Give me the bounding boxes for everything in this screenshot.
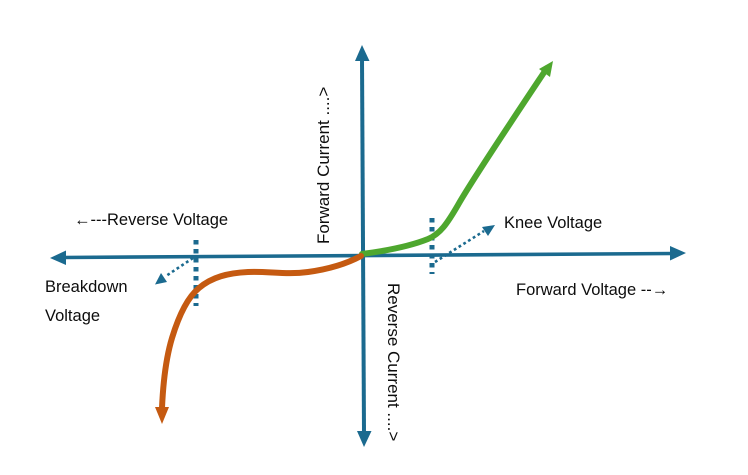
voltage-axis-right-arrowhead-icon [670,246,686,261]
breakdown-voltage-leader-line [165,256,194,278]
current-axis-top-arrowhead-icon [355,45,370,61]
breakdown-voltage-label: Breakdown Voltage [45,278,128,325]
reverse-current-axis-label: Reverse Current ....> [384,283,403,442]
knee-voltage-label: Knee Voltage [504,214,603,232]
forward-curve-arrowhead-icon [539,61,553,77]
knee-voltage-leader-line [434,229,485,264]
forward-characteristic-curve [359,65,550,257]
reverse-voltage-label: ←---Reverse Voltage [74,211,229,229]
voltage-axis-left-arrowhead-icon [50,250,66,265]
current-axis-line [360,57,366,434]
reverse-curve-arrowhead-icon [155,407,169,424]
current-axis-bottom-arrowhead-icon [357,431,372,447]
forward-current-axis-label: Forward Current ....> [314,86,333,244]
breakdown-voltage-leader-arrowhead-icon [155,273,167,285]
reverse-characteristic-curve [159,253,364,411]
forward-voltage-label: Forward Voltage --→ [516,281,669,299]
knee-voltage-leader-arrowhead-icon [482,225,495,236]
